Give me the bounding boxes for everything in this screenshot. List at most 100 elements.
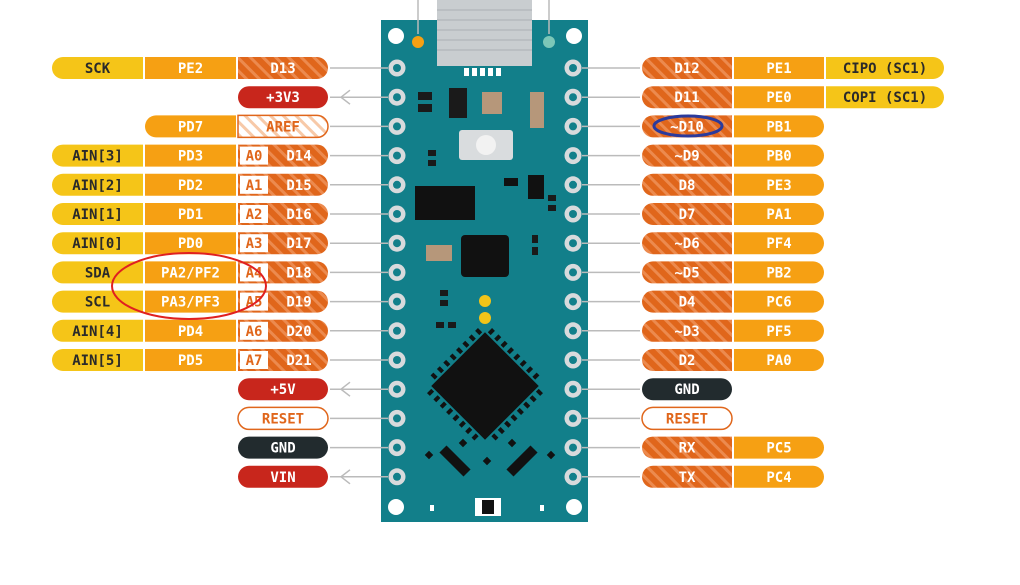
left-header-pin — [388, 322, 406, 340]
pin-label-pc6: PC6 — [734, 290, 825, 313]
pin-label-d6-shape — [642, 232, 732, 255]
led-builtin — [543, 0, 555, 48]
pin-text-ain-3: AIN[3] — [72, 149, 123, 165]
pin-label-d2-shape — [642, 349, 732, 371]
pin-text-d9: ~D9 — [674, 149, 699, 165]
analog-label-a6: A6 — [246, 324, 263, 340]
pin-label-pe0: PE0 — [734, 86, 824, 109]
pin-label-d9-shape — [642, 144, 732, 167]
pin-label-d5: ~D5 — [642, 261, 732, 284]
analog-box — [240, 351, 268, 369]
pin-label-d12-shape — [642, 57, 732, 79]
pin-label-pd3-shape — [145, 144, 236, 167]
pin-text-pe0: PE0 — [766, 90, 791, 106]
right-header-pin — [564, 176, 582, 194]
digital-label-d15: D15 — [286, 178, 311, 194]
pin-label-pd7-shape — [145, 115, 236, 138]
pin-label-ain-0: AIN[0] — [52, 232, 144, 255]
left-header-pin — [388, 351, 406, 369]
pin-headers — [388, 59, 582, 486]
analog-label-a0: A0 — [246, 149, 263, 165]
pin-label-d2: D2 — [642, 349, 732, 371]
pin-label-pf4: PF4 — [734, 232, 825, 255]
pin-label-d11-shape — [642, 86, 732, 109]
arrow-icon — [339, 89, 351, 105]
pin-label-5v-shape — [238, 378, 328, 401]
right-header-pin — [564, 468, 582, 486]
pin-text-ain-2: AIN[2] — [72, 178, 123, 194]
digital-label-d18: D18 — [286, 265, 311, 281]
pin-label-pa1: PA1 — [734, 203, 824, 225]
pin-label-pe3-shape — [734, 173, 825, 196]
pin-text-d13: D13 — [270, 61, 295, 77]
arduino-nano-board — [381, 0, 588, 522]
regulator — [449, 88, 467, 118]
pin-label-reset: RESET — [641, 406, 733, 431]
pin-label-pd1-shape — [145, 203, 236, 225]
pin-label-d7: D7 — [642, 203, 732, 225]
pin-label-pd4: PD4 — [145, 319, 236, 342]
pin-label-pa3-pf3: PA3/PF3 — [145, 290, 236, 313]
pin-text-pd0: PD0 — [178, 236, 203, 252]
small-chip-b — [418, 104, 432, 112]
pin-label-ain-4-shape — [52, 319, 144, 342]
pin-label-5v: +5V — [238, 378, 328, 401]
pin-text-pf4: PF4 — [766, 236, 791, 252]
left-header-pin — [388, 88, 406, 106]
analog-box — [240, 205, 268, 223]
pin-label-reset-shape — [641, 406, 733, 431]
left-header-pin — [388, 234, 406, 252]
pin-label-reset-shape — [237, 406, 329, 431]
pin-label-pb2-shape — [734, 261, 825, 284]
pin-label-ain-1: AIN[1] — [52, 203, 143, 225]
pin-label-d3-shape — [642, 319, 732, 342]
qfn-chip — [461, 235, 509, 277]
pin-label-aref: AREF — [237, 114, 329, 139]
pin-label-d8-shape — [642, 173, 732, 196]
digital-label-d17: D17 — [286, 236, 311, 252]
pin-label-gnd-shape — [642, 378, 732, 401]
pin-label-pd4-shape — [145, 319, 236, 342]
pin-label-pe0-shape — [734, 86, 824, 109]
pin-label-d7-shape — [642, 203, 732, 225]
pin-label-tx: TX — [642, 465, 732, 488]
pin-label-pd1: PD1 — [145, 203, 236, 225]
pin-label-ain-5-shape — [52, 349, 143, 371]
left-pin-row: +3V3 — [238, 86, 328, 109]
left-header-pin — [388, 293, 406, 311]
digital-label-d20: D20 — [286, 324, 311, 340]
pin-label-pd5-shape — [145, 349, 236, 371]
pin-label-pd7: PD7 — [145, 115, 236, 138]
pin-label-pc4: PC4 — [734, 465, 825, 488]
analog-label-a2: A2 — [246, 207, 263, 223]
pin-text-d12: D12 — [674, 61, 699, 77]
pin-label-3v3: +3V3 — [238, 86, 328, 109]
pin-label-d4-shape — [642, 290, 732, 313]
small-chip-c — [528, 175, 544, 199]
pin-label-pa0-shape — [734, 349, 824, 371]
pin-label-pa2-pf2: PA2/PF2 — [145, 261, 236, 284]
red-highlight-ellipse — [111, 252, 267, 320]
pin-label-cipo-sc1-shape — [826, 57, 944, 79]
pin-label-ain-0-shape — [52, 232, 144, 255]
analog-label-a4: A4 — [246, 265, 263, 281]
pin-text-d6: ~D6 — [674, 236, 699, 252]
pin-label-ain-1-shape — [52, 203, 143, 225]
pin-label-pe1-shape — [734, 57, 824, 79]
digital-label-d19: D19 — [286, 295, 311, 311]
pin-text-rx: RX — [679, 441, 696, 457]
right-pin-row: ~D6 PF4 — [642, 232, 825, 255]
